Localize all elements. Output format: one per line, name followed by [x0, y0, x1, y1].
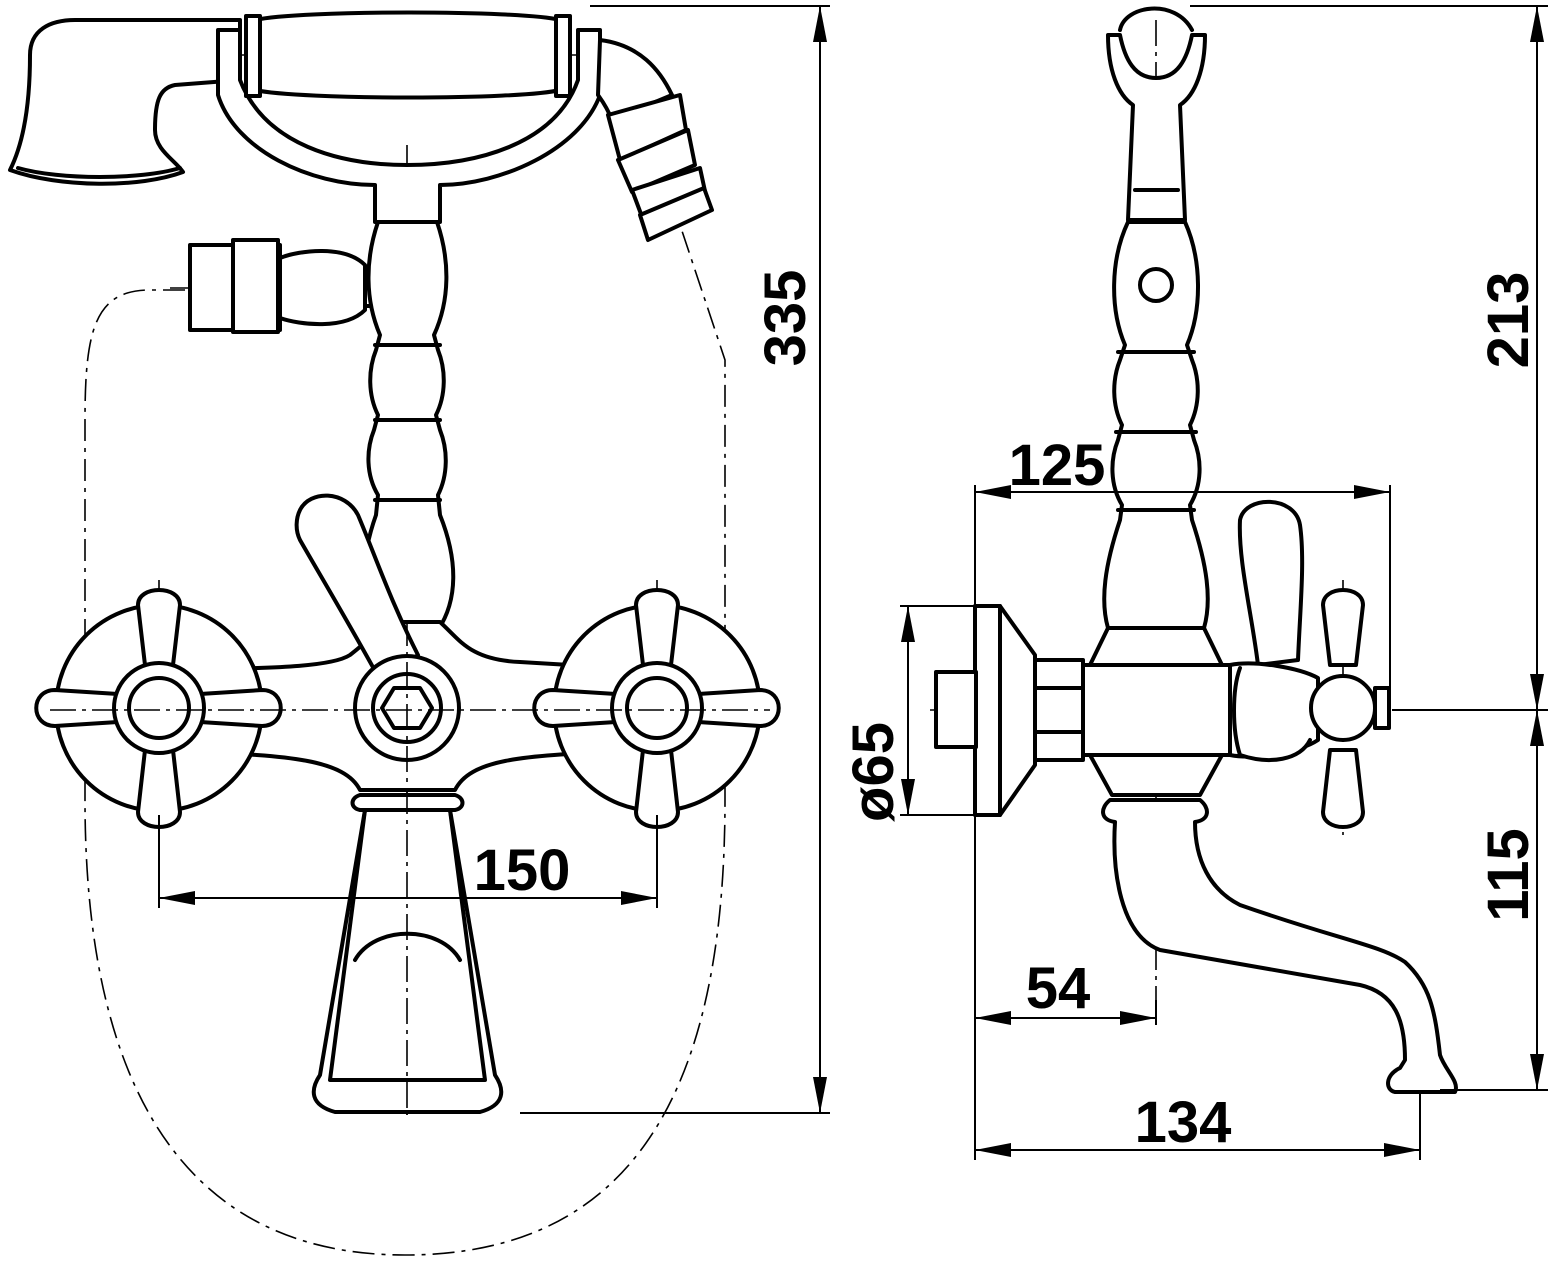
grip-ring-left — [244, 14, 262, 98]
side-knob-hub — [1309, 674, 1377, 742]
hand-shower-rim — [16, 166, 182, 179]
right-handle-arm-left — [532, 688, 618, 728]
dimension-134-label: 134 — [1135, 1090, 1232, 1155]
side-shower-holder — [1106, 33, 1207, 222]
side-wall-nut — [934, 670, 978, 749]
dimension-213-label: 213 — [1476, 272, 1541, 369]
side-knob-arm-top — [1321, 588, 1365, 667]
dimension-depth: 125 — [974, 433, 1391, 700]
side-body — [1078, 663, 1232, 757]
handset-grip — [253, 10, 562, 100]
side-valve-cone — [1232, 666, 1312, 762]
hose-swing-envelope — [84, 224, 726, 1256]
hose-nut-2 — [616, 128, 697, 194]
right-handle-arm-top — [634, 588, 680, 667]
left-handle-arm-bottom — [136, 748, 182, 829]
hose-nut-4 — [638, 186, 714, 242]
dimension-125-label: 125 — [1009, 433, 1106, 498]
dimension-overall-height: 335 — [520, 5, 830, 1114]
side-handset-arc — [1118, 6, 1194, 32]
side-knob-cap — [1373, 686, 1391, 730]
wall-hook-nut — [231, 238, 280, 334]
left-handle-arm-left — [34, 688, 120, 728]
diverter-lever — [294, 493, 420, 682]
side-diverter-lever — [1237, 499, 1305, 667]
left-handle-arm-top — [136, 588, 182, 667]
left-cross-handle — [34, 588, 283, 829]
front-view: 150 335 — [8, 5, 830, 1256]
dimension-vertical-right: 213 115 — [1190, 5, 1548, 1091]
wall-hook-knob — [278, 249, 367, 327]
dimension-spout-offset: 54 — [974, 815, 1157, 1160]
right-handle-arm-right — [696, 688, 781, 728]
dimension-spout-projection: 134 — [975, 1090, 1421, 1160]
right-handle-arm-bottom — [634, 748, 680, 829]
grip-ring-right — [554, 14, 572, 98]
dimension-65-label: ø65 — [841, 722, 906, 822]
right-handle-cap — [625, 676, 689, 740]
dimension-escutcheon: ø65 — [841, 605, 975, 822]
spout-front-inner — [328, 808, 487, 1082]
side-wall-flange — [973, 604, 1037, 817]
left-handle-cap — [127, 676, 191, 740]
side-connector-nut — [1033, 658, 1085, 762]
right-cross-handle — [532, 588, 781, 829]
dimension-150-label: 150 — [474, 838, 571, 903]
side-knob-arm-bottom — [1321, 748, 1365, 829]
side-pivot-icon — [1138, 267, 1174, 303]
side-body-bottom — [1088, 753, 1224, 797]
side-view: 125 ø65 54 134 — [841, 5, 1548, 1160]
dimension-handle-spacing: 150 — [158, 815, 658, 908]
side-spout — [1101, 798, 1458, 1094]
left-handle-arm-right — [198, 688, 283, 728]
dimension-115-label: 115 — [1476, 828, 1541, 922]
dimension-335-label: 335 — [753, 270, 818, 367]
side-body-top — [1088, 626, 1224, 667]
hose-elbow — [596, 38, 674, 122]
dimension-54-label: 54 — [1026, 956, 1091, 1021]
hand-shower-head — [8, 18, 242, 186]
